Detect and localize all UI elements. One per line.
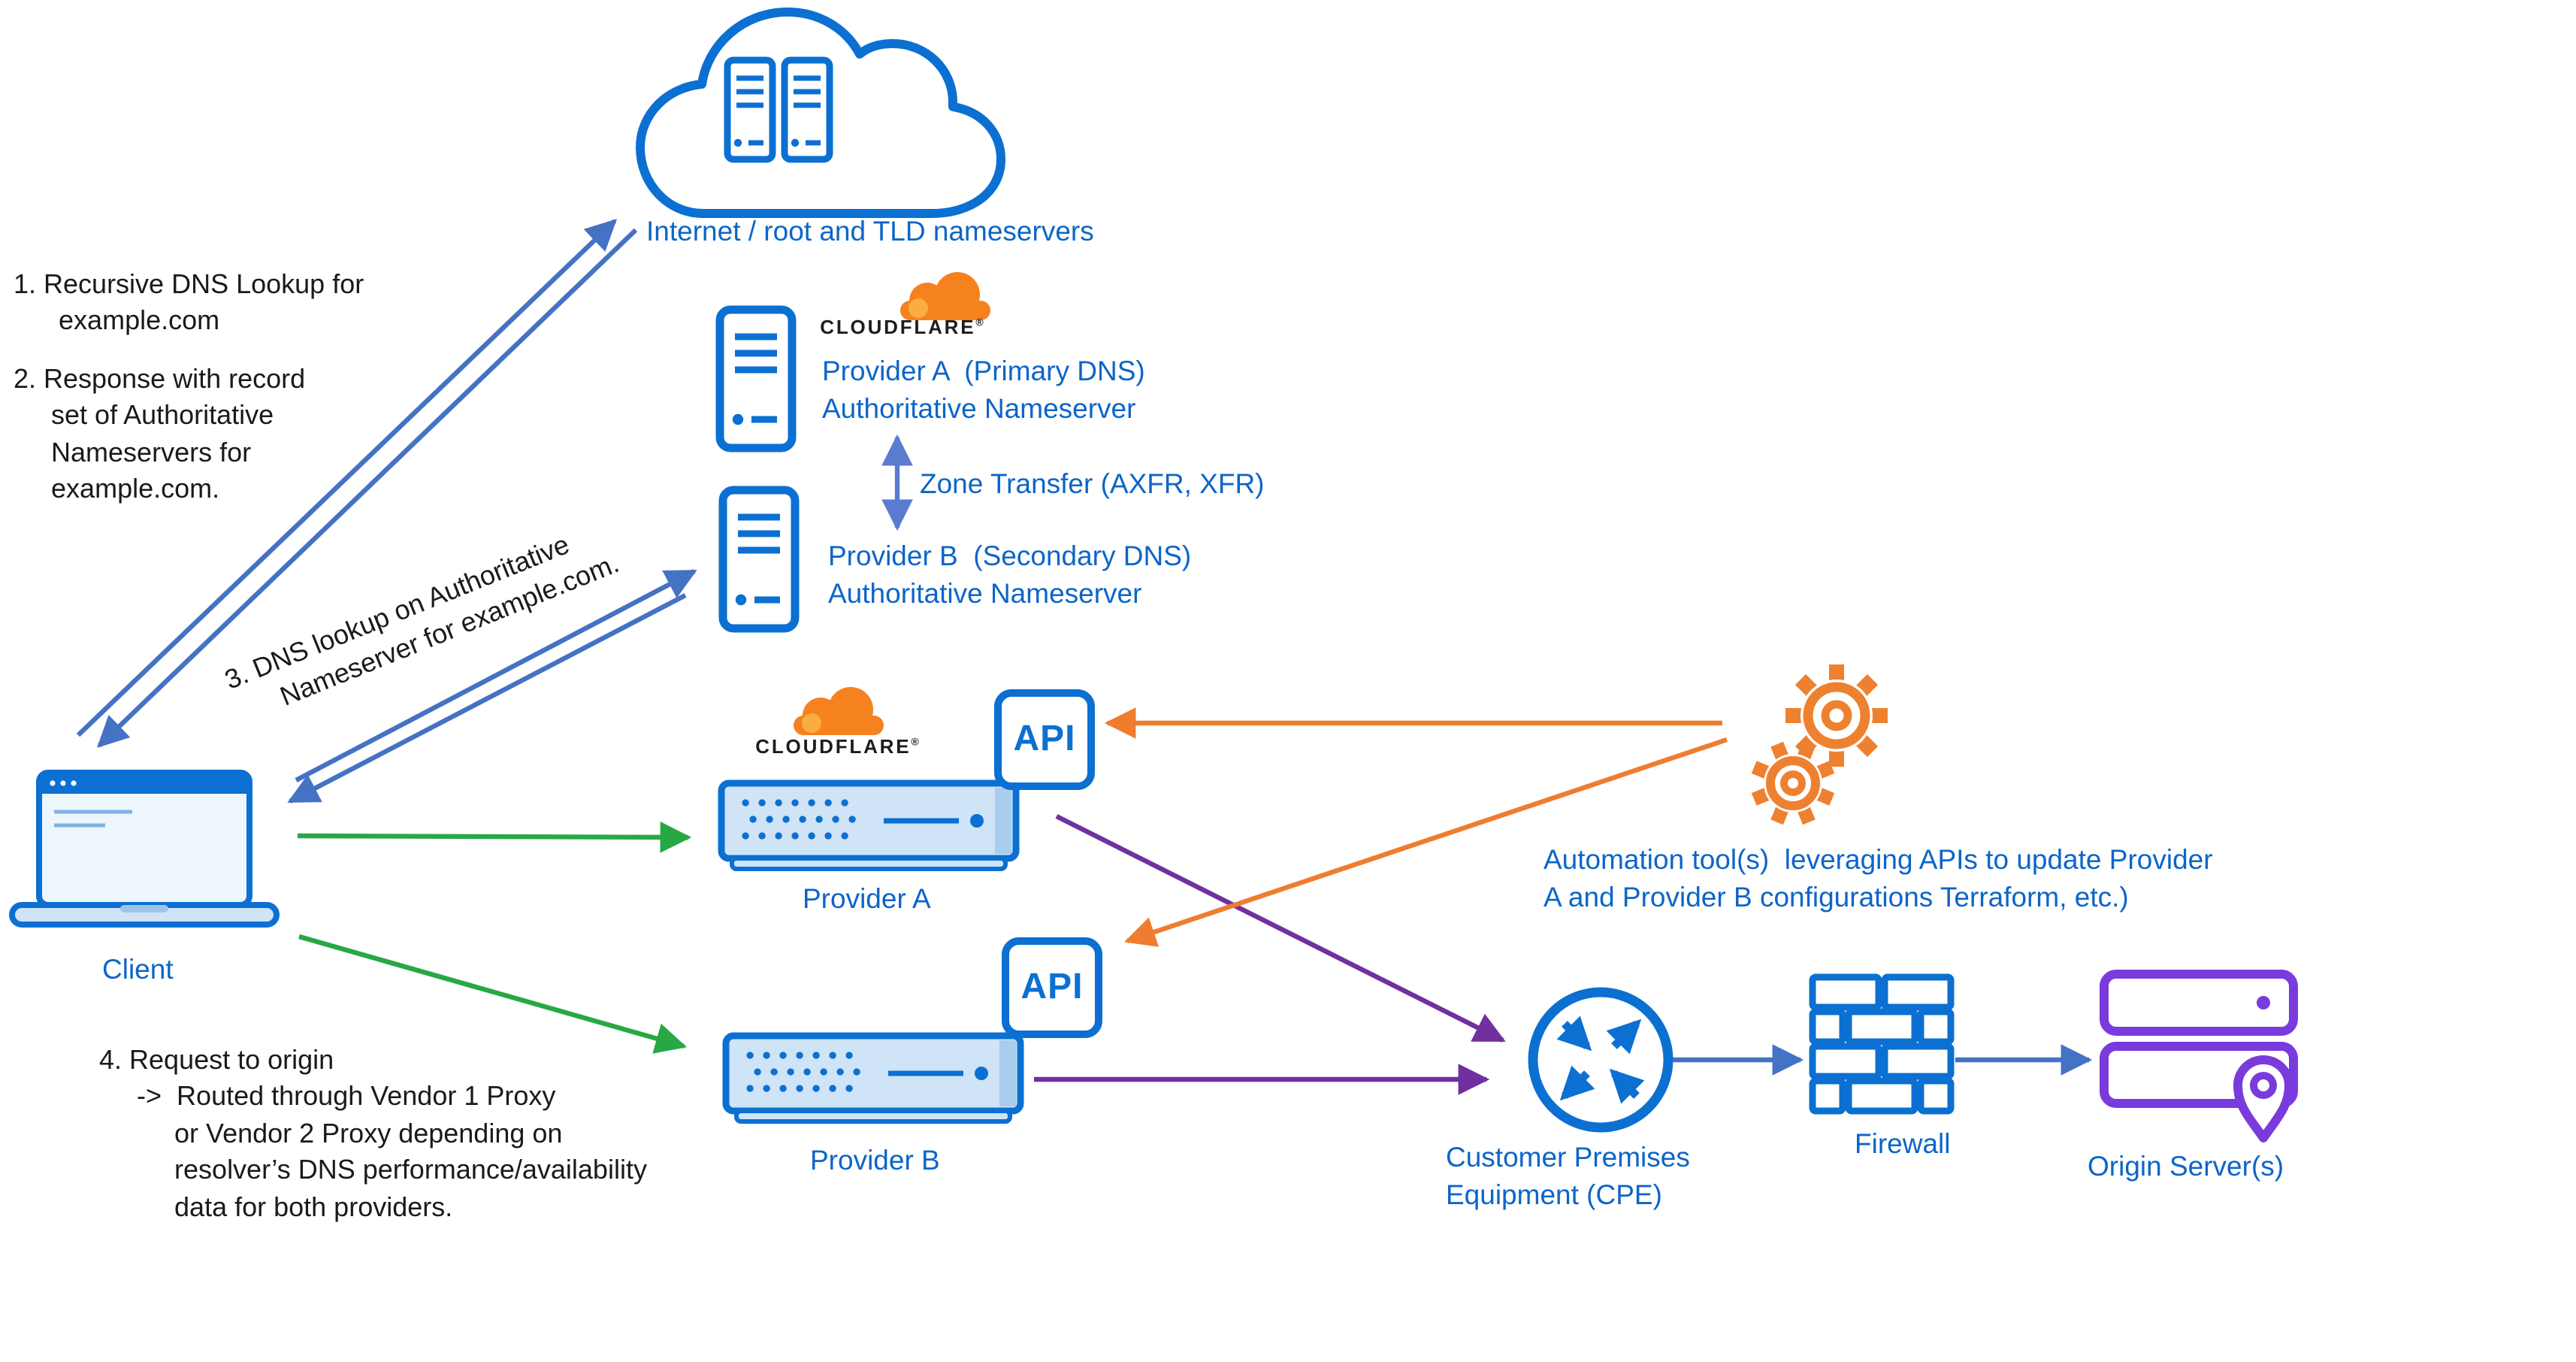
tld-server-icon	[781, 56, 833, 163]
cloudflare-wordmark-b-text: CLOUDFLARE	[755, 735, 912, 758]
registered-mark: ®	[975, 318, 984, 329]
automation-gears-icon	[1751, 664, 1888, 825]
cpe-label: Customer Premises Equipment (CPE)	[1446, 1141, 1690, 1211]
client-laptop-icon	[9, 770, 280, 928]
origin-servers-icon	[2100, 970, 2298, 1143]
firewall-label: Firewall	[1855, 1127, 1951, 1159]
api-label-b: API	[1020, 967, 1084, 1007]
arrow-client-to-provider-a	[297, 822, 692, 853]
arrow-step3-response	[287, 593, 687, 804]
automation-label: Automation tool(s) leveraging APIs to up…	[1543, 843, 2213, 913]
arrow-step2-response	[97, 228, 638, 748]
cloudflare-wordmark-a-text: CLOUDFLARE	[820, 316, 976, 338]
zone-transfer-label: Zone Transfer (AXFR, XFR)	[920, 468, 1265, 499]
firewall-icon	[1809, 973, 1955, 1115]
step2-note: 2. Response with record set of Authorita…	[14, 364, 306, 504]
root-server-icon	[724, 56, 776, 163]
origin-label: Origin Server(s)	[2088, 1150, 2284, 1182]
nameserver-a-icon	[720, 310, 792, 448]
arrow-automation-to-api-b	[1124, 737, 1728, 947]
provider-a-appliance-icon	[721, 783, 1016, 869]
step1-note: 1. Recursive DNS Lookup for example.com	[14, 269, 364, 336]
internet-cloud-icon	[636, 8, 1005, 218]
cloudflare-wordmark-a: CLOUDFLARE®	[806, 316, 998, 338]
step4-note: 4. Request to origin -> Routed through V…	[99, 1045, 647, 1222]
arrow-step1-recursive-lookup	[76, 219, 618, 737]
gear-large-icon	[1785, 664, 1888, 767]
provider-a-nameserver-label: Provider A (Primary DNS) Authoritative N…	[822, 355, 1145, 425]
provider-b-nameserver-label: Provider B (Secondary DNS) Authoritative…	[828, 540, 1192, 610]
internet-label: Internet / root and TLD nameservers	[646, 215, 1094, 247]
provider-b-label: Provider B	[810, 1144, 940, 1176]
gear-small-icon	[1751, 741, 1835, 825]
nameserver-b-icon	[723, 490, 795, 628]
arrow-provider-a-to-cpe	[1055, 814, 1506, 1043]
client-label: Client	[102, 953, 174, 985]
api-label-a: API	[1013, 719, 1076, 759]
cloudflare-logo-a-icon	[900, 272, 990, 320]
cpe-router-icon	[1528, 987, 1673, 1133]
cloudflare-logo-b-icon	[794, 687, 884, 735]
arrow-client-to-provider-b	[298, 934, 688, 1054]
provider-a-label: Provider A	[803, 882, 931, 914]
arrow-step3-query	[295, 569, 697, 782]
provider-b-appliance-icon	[726, 1036, 1020, 1121]
cloudflare-wordmark-b: CLOUDFLARE®	[732, 735, 942, 758]
location-pin-icon	[2233, 1055, 2293, 1143]
registered-mark: ®	[911, 737, 919, 749]
